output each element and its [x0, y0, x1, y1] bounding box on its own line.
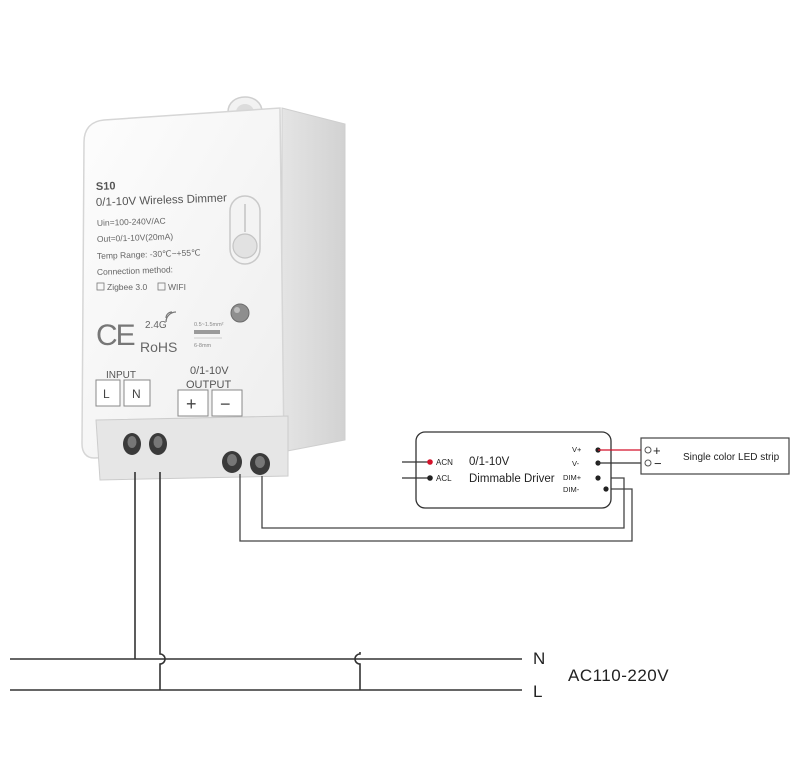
dimmer-device: S10 0/1-10V Wireless Dimmer Uin=100-240V… — [81, 96, 346, 481]
spec-temp: Temp Range: -30℃~+55℃ — [97, 247, 201, 261]
option-zigbee: Zigbee 3.0 — [107, 282, 147, 292]
driver-name-2: Dimmable Driver — [469, 473, 555, 485]
wireless-icon — [165, 311, 177, 323]
driver-name-1: 0/1-10V — [469, 456, 510, 468]
acl-label: ACL — [436, 474, 452, 483]
led-minus-label: − — [654, 456, 662, 471]
dim-plus-label: DIM+ — [563, 473, 582, 482]
output-minus-label: − — [220, 394, 231, 414]
v-plus-label: V+ — [572, 445, 582, 454]
output-plus-label: + — [186, 394, 197, 414]
acn-label: ACN — [436, 458, 453, 467]
mains-wiring — [10, 472, 522, 691]
led-strip: + − Single color LED strip — [640, 437, 790, 475]
strip-length: 6-8mm — [194, 343, 212, 349]
output-label-2: OUTPUT — [186, 379, 232, 391]
ce-mark: CE — [96, 319, 135, 352]
output-minus-screw — [250, 453, 270, 475]
strip-guide — [194, 330, 220, 334]
connection-method-label: Connection method: — [97, 264, 173, 277]
band-label: 2.4G — [145, 320, 167, 331]
spec-input: Uin=100-240V/AC — [97, 216, 166, 228]
input-n-label: N — [132, 387, 141, 401]
strip-gauge: 0.5~1.5mm² — [194, 322, 224, 328]
wifi-checkbox — [157, 282, 166, 291]
output-plus-box — [177, 389, 209, 417]
led-plus-pad — [644, 446, 652, 454]
dim-minus-terminal — [603, 486, 609, 492]
signal-wiring — [239, 474, 633, 542]
acn-terminal — [427, 459, 433, 465]
device-title: 0/1-10V Wireless Dimmer — [96, 192, 228, 209]
dim-plus-terminal — [595, 475, 601, 481]
zigbee-checkbox — [96, 282, 105, 291]
spec-output: Out=0/1-10V(20mA) — [97, 231, 174, 244]
led-strip-label: Single color LED strip — [683, 452, 780, 463]
output-label-1: 0/1-10V — [190, 365, 229, 377]
acl-terminal — [427, 475, 433, 481]
driver-box — [415, 431, 612, 509]
output-plus-screw — [222, 451, 242, 473]
input-label: INPUT — [106, 370, 136, 381]
wire-device-n — [159, 472, 166, 690]
rohs-label: RoHS — [140, 339, 177, 355]
led-indicator — [230, 303, 250, 323]
input-l-label: L — [103, 387, 110, 401]
led-minus-pad — [644, 459, 652, 467]
wire-tap — [354, 652, 361, 690]
input-l-box — [95, 379, 121, 407]
device-side — [281, 107, 346, 453]
mains-n-label: N — [533, 649, 545, 668]
input-n-box — [123, 379, 151, 407]
pair-button — [229, 195, 261, 265]
input-l-screw — [123, 433, 141, 455]
option-wifi: WIFI — [168, 282, 186, 292]
mains-l-label: L — [533, 682, 542, 701]
dimmable-driver: ACN ACL 0/1-10V Dimmable Driver V+ V- DI… — [402, 431, 646, 509]
output-minus-box — [211, 389, 243, 417]
device-model: S10 — [96, 180, 116, 193]
input-n-screw — [149, 433, 167, 455]
mains-voltage: AC110-220V — [568, 666, 669, 685]
wire-output-minus — [261, 476, 625, 529]
dim-minus-label: DIM- — [563, 485, 580, 494]
led-strip-box — [640, 437, 790, 475]
led-plus-label: + — [653, 443, 661, 458]
v-minus-label: V- — [572, 459, 580, 468]
